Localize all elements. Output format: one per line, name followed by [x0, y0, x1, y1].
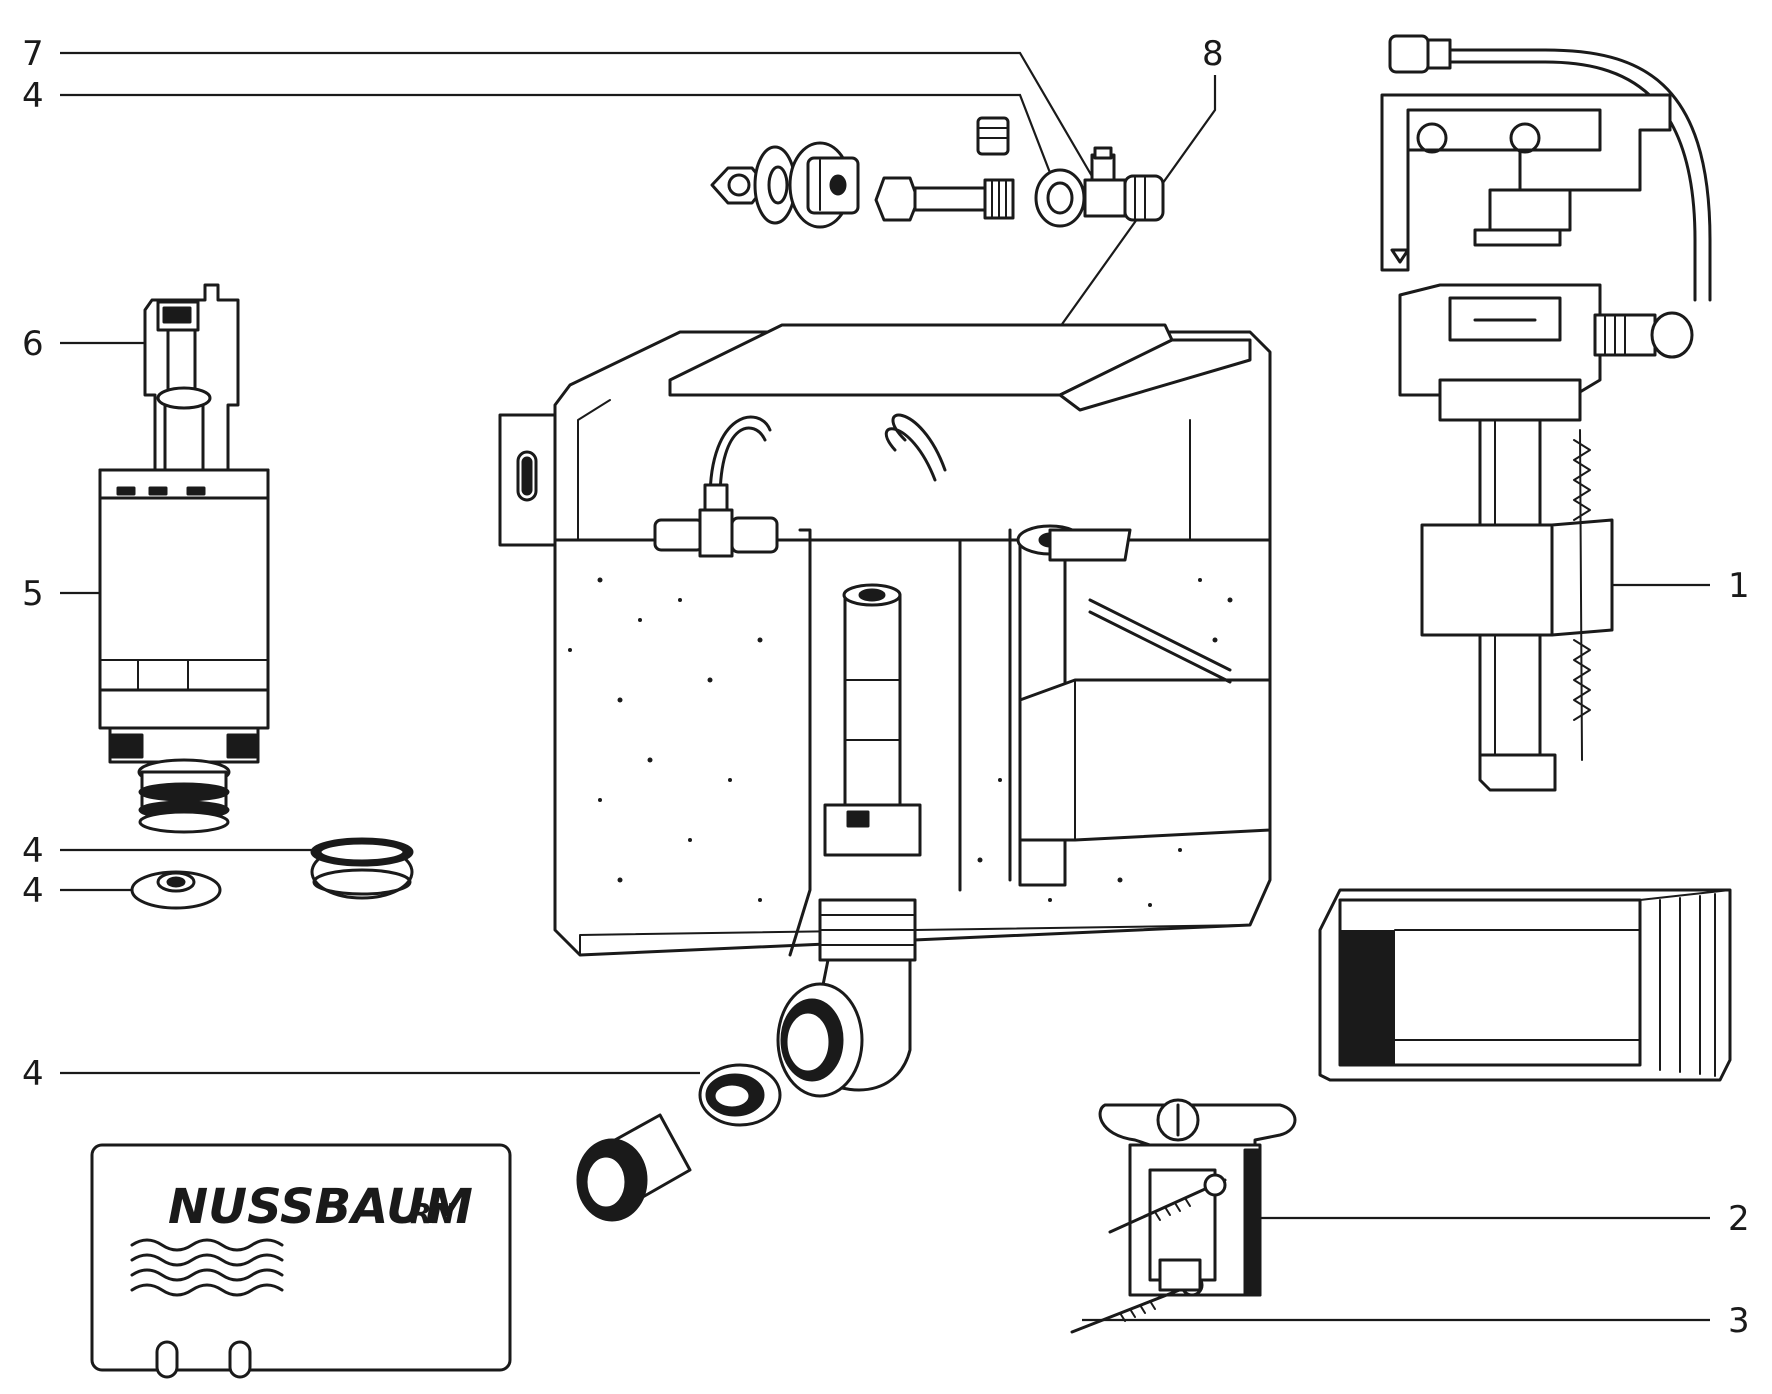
nussbaum-plate: NUSSBAUM RN — [90, 1143, 512, 1379]
callout-3: 3 — [1728, 1301, 1750, 1341]
foam-texture — [568, 577, 1253, 907]
callout-1: 1 — [1728, 566, 1750, 606]
brand-name: NUSSBAUM — [168, 1179, 473, 1235]
callout-5: 5 — [22, 574, 44, 614]
elbow-connectors — [576, 1063, 782, 1222]
seal-ring-and-washer — [130, 837, 414, 910]
callout-7: 7 — [22, 34, 44, 74]
callout-4-washer: 4 — [22, 871, 44, 911]
installation-box — [1318, 888, 1732, 1082]
water-waves-icon — [130, 1238, 284, 1297]
leader-7 — [60, 51, 1101, 191]
actuator-bracket — [1070, 1098, 1297, 1334]
cistern-tank — [498, 323, 1272, 1098]
callout-6: 6 — [22, 324, 44, 364]
fill-valve-assembly — [1380, 34, 1712, 792]
leader-8 — [1014, 75, 1217, 391]
callout-8: 8 — [1202, 34, 1224, 74]
flush-valve-assembly — [98, 283, 270, 834]
brand-suffix: RN — [410, 1197, 455, 1230]
callout-4-elbow: 4 — [22, 1054, 44, 1094]
fittings-row — [710, 116, 1165, 229]
callout-4-top: 4 — [22, 76, 44, 116]
leader-lines — [60, 51, 1710, 1322]
callout-numbers: 7 4 8 6 5 4 4 4 1 2 3 — [22, 34, 1750, 1341]
callout-4-ring: 4 — [22, 831, 44, 871]
callout-2: 2 — [1728, 1199, 1750, 1239]
leader-4-top — [60, 93, 1054, 179]
